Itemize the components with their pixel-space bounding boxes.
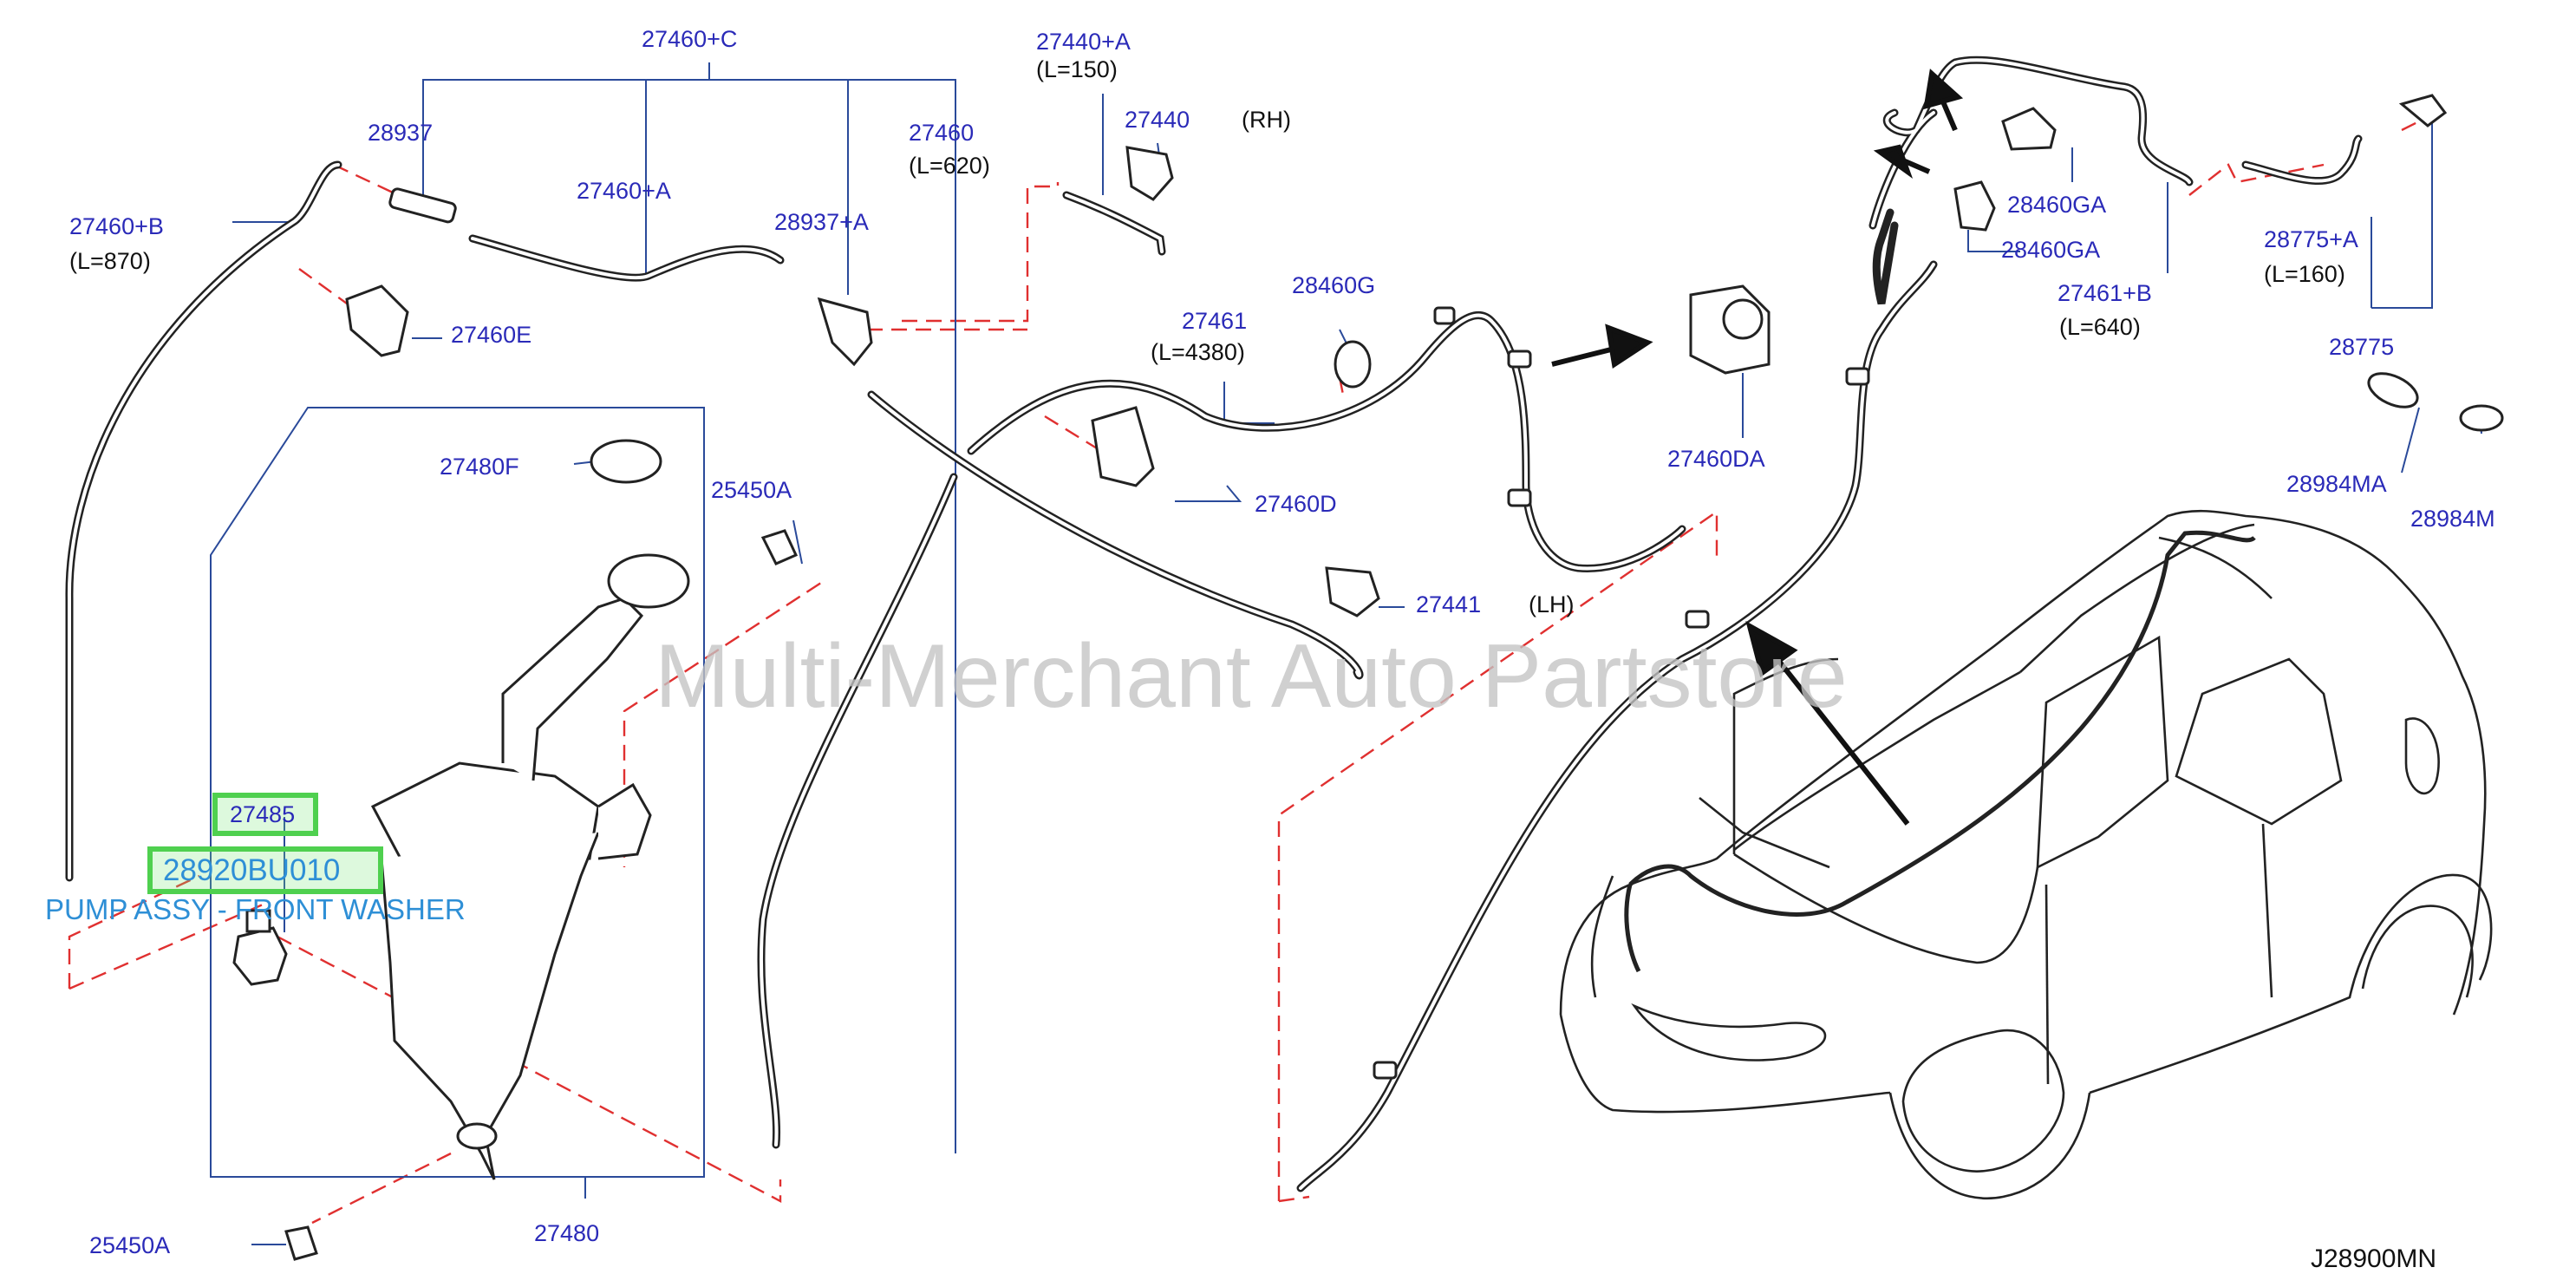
label-28460g: 28460G <box>1292 272 1376 298</box>
label-27461-length: (L=4380) <box>1151 339 1245 365</box>
hoses-inner <box>67 58 2360 1190</box>
highlighted-part-number[interactable]: 28920BU010 <box>163 853 341 887</box>
label-27480f: 27480F <box>440 454 519 480</box>
car-washer-line <box>1624 530 2256 973</box>
label-27460-length: (L=620) <box>909 153 990 179</box>
label-27460b: 27460+B <box>69 213 164 239</box>
label-27460: 27460 <box>909 120 975 146</box>
label-28460ga-upper: 28460GA <box>2007 192 2107 218</box>
label-27441: 27441 <box>1416 591 1482 617</box>
highlighted-part-name: PUMP ASSY - FRONT WASHER <box>45 893 466 925</box>
highlight-box-part-number[interactable] <box>147 846 383 894</box>
highlight-box-27485[interactable] <box>212 793 318 836</box>
label-28937: 28937 <box>368 120 434 146</box>
label-lh: (LH) <box>1529 591 1575 617</box>
label-27440: 27440 <box>1125 107 1190 133</box>
label-27440a-length: (L=150) <box>1036 56 1118 82</box>
label-28460ga-lower: 28460GA <box>2001 237 2101 263</box>
label-27460c: 27460+C <box>642 26 738 52</box>
label-27461: 27461 <box>1182 308 1248 334</box>
label-27460b-length: (L=870) <box>69 248 151 274</box>
washer-tank <box>232 553 690 1180</box>
label-27461b: 27461+B <box>2058 280 2152 306</box>
leader-lines <box>210 62 2482 1245</box>
diagram-code: J28900MN <box>2311 1245 2437 1273</box>
label-28775: 28775 <box>2329 334 2395 360</box>
watermark: Multi-Merchant Auto Partstore <box>655 626 1848 727</box>
label-27460a: 27460+A <box>577 178 671 204</box>
car-outline <box>1559 509 2493 1200</box>
label-27460da: 27460DA <box>1667 446 1765 472</box>
label-27461b-length: (L=640) <box>2059 314 2141 340</box>
components <box>284 94 2504 1261</box>
label-27440a: 27440+A <box>1036 29 1131 55</box>
label-28937a: 28937+A <box>774 209 869 235</box>
label-27485: 27485 <box>230 801 296 827</box>
label-28984ma: 28984MA <box>2286 471 2387 497</box>
label-25450a-top: 25450A <box>711 477 792 503</box>
label-28775a-length: (L=160) <box>2264 261 2345 287</box>
label-28775a: 28775+A <box>2264 226 2358 252</box>
label-25450a-bottom: 25450A <box>89 1232 171 1258</box>
label-27460d: 27460D <box>1255 491 1337 517</box>
direction-arrows <box>1551 69 1964 826</box>
label-27460e: 27460E <box>451 322 532 348</box>
label-27480: 27480 <box>534 1220 600 1246</box>
label-28984m: 28984M <box>2410 506 2495 532</box>
label-rh: (RH) <box>1242 107 1291 133</box>
